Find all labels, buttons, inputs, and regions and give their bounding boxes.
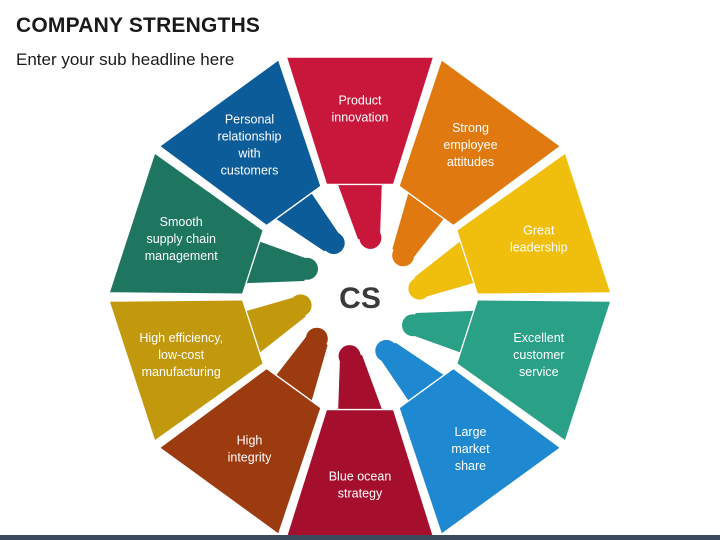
- center-disc: [322, 259, 398, 335]
- segment-high-integrity: [160, 369, 321, 534]
- segment-large-market-share: [399, 369, 560, 534]
- segment-blue-ocean-strategy: [287, 410, 433, 537]
- footer-bar: [0, 535, 720, 540]
- segment-excellent-customer-service: [457, 300, 610, 440]
- segment-great-leadership: [457, 154, 610, 294]
- hub-hand-strong-employee-attitudes: [392, 244, 415, 267]
- hub-hand-high-efficiency: [289, 294, 312, 317]
- segment-strong-employee-attitudes: [399, 60, 560, 225]
- hub-hand-large-market-share: [375, 339, 398, 362]
- page-subtitle: Enter your sub headline here: [16, 50, 235, 69]
- hub-hand-smooth-supply-chain: [296, 257, 318, 280]
- hub-hand-great-leadership: [408, 277, 431, 300]
- hub-hand-excellent-customer-service: [402, 314, 424, 337]
- page-title: COMPANY STRENGTHS: [16, 14, 261, 37]
- segment-high-efficiency: [110, 300, 263, 440]
- hub-hand-blue-ocean-strategy: [338, 345, 361, 368]
- hub-hand-high-integrity: [305, 327, 328, 350]
- segment-smooth-supply-chain: [110, 154, 263, 294]
- segment-product-innovation: [287, 57, 433, 184]
- hub-hand-personal-relationship: [322, 232, 345, 255]
- center-label: CS: [339, 282, 381, 315]
- hub-hand-product-innovation: [359, 226, 382, 249]
- segment-personal-relationship: [160, 60, 321, 225]
